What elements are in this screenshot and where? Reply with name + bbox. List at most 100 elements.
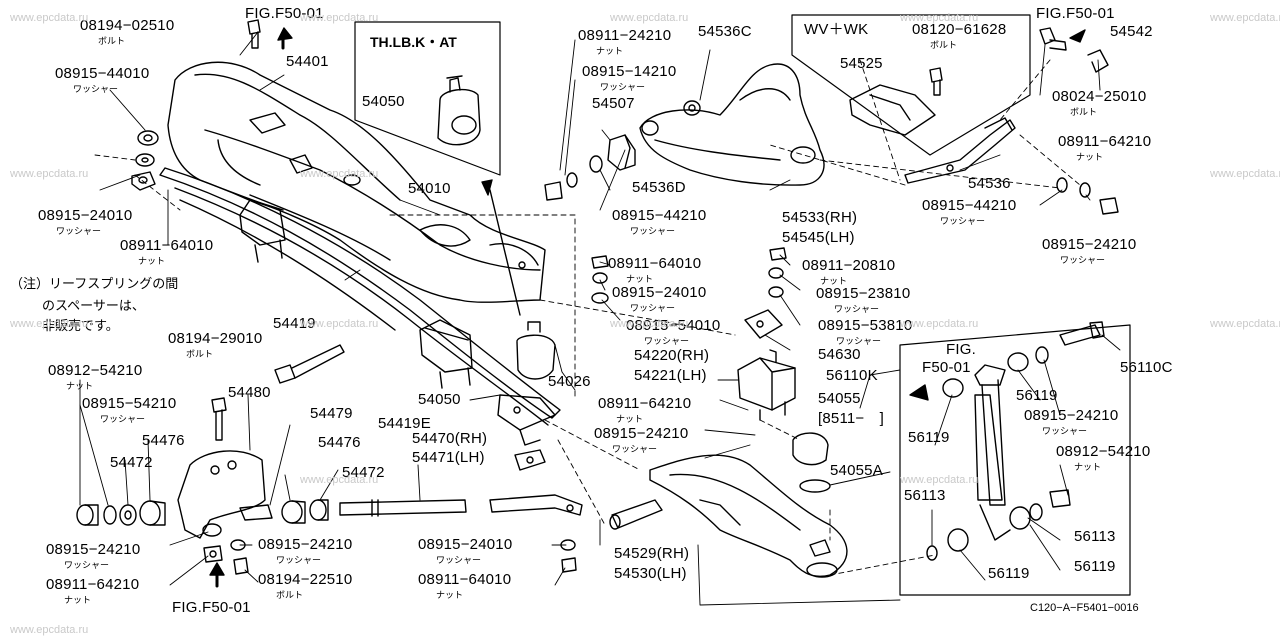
part-label: 08911−64010 — [120, 237, 214, 254]
part-label: 54055A — [830, 462, 883, 479]
part-label: 08915−24010 — [418, 536, 513, 553]
watermark: www.epcdata.ru — [10, 168, 89, 180]
watermark: www.epcdata.ru — [1210, 12, 1280, 24]
part-label: 54530(LH) — [614, 565, 687, 582]
part-label: 08915−24210 — [594, 425, 689, 442]
part-label-sub: ワッシャー — [644, 336, 690, 346]
rubber-54055 — [792, 432, 831, 493]
inset-bolt-sub-tr: ボルト — [930, 40, 958, 50]
part-label: 54220(RH) — [634, 347, 710, 364]
part-label: 54010 — [408, 180, 451, 197]
part-label: 08194−22510 — [258, 571, 353, 588]
left-hardware — [131, 130, 159, 191]
part-label-sub: ワッシャー — [612, 444, 658, 454]
inset-bolt-tr: 08120−61628 — [912, 21, 1007, 38]
part-label: 54533(RH) — [782, 209, 858, 226]
shaft-54470 — [339, 499, 467, 517]
part-label: 54470(RH) — [412, 430, 488, 447]
part-label-sub: ワッシャー — [834, 304, 880, 314]
inset-box-tr — [791, 14, 1031, 156]
diagram-code: C120−A−F5401−0016 — [1030, 602, 1139, 614]
part-label: 08915−24210 — [1042, 236, 1137, 253]
watermark: www.epcdata.ru — [10, 624, 89, 636]
part-label: 08912−54210 — [1056, 443, 1151, 460]
bushings-row — [76, 499, 329, 526]
part-label: 54419E — [378, 415, 431, 432]
part-label: 54026 — [548, 373, 591, 390]
part-label: 54542 — [1110, 23, 1153, 40]
watermark: www.epcdata.ru — [1210, 318, 1280, 330]
watermark: www.epcdata.ru — [1210, 168, 1280, 180]
part-label: 08915−24210 — [1024, 407, 1119, 424]
bracket-54480 — [177, 397, 266, 539]
part-label: 54050 — [418, 391, 461, 408]
part-label-sub: ワッシャー — [100, 414, 146, 424]
part-label: 54471(LH) — [412, 449, 485, 466]
part-label: [8511− ] — [818, 410, 884, 427]
bolt-54419 — [274, 344, 345, 384]
watermark: www.epcdata.ru — [300, 474, 379, 486]
part-label: 08911−64010 — [418, 571, 512, 588]
bolt-top — [247, 19, 293, 50]
part-label: 54480 — [228, 384, 271, 401]
part-label-sub: ワッシャー — [630, 303, 676, 313]
part-label-sub: ナット — [66, 381, 94, 391]
part-label: 08915−23810 — [816, 285, 911, 302]
part-label: 54479 — [310, 405, 353, 422]
part-label: 08911−64210 — [46, 576, 140, 593]
part-label: 08915−44210 — [922, 197, 1017, 214]
part-label: FIG.F50-01 — [1036, 5, 1115, 22]
mid-hardware — [591, 247, 787, 339]
watermark: www.epcdata.ru — [300, 318, 379, 330]
note-line-3: 非販売です。 — [42, 318, 119, 333]
lower-arm-54529 — [609, 454, 848, 578]
part-label: 08915−54210 — [82, 395, 177, 412]
part-label: 54472 — [110, 454, 153, 471]
upper-bushings — [544, 134, 636, 201]
bolt-top-right — [1039, 27, 1109, 73]
part-label: 54529(RH) — [614, 545, 690, 562]
shock-absorber — [899, 321, 1131, 596]
part-label: 08194−29010 — [168, 330, 263, 347]
part-label: 08911−64210 — [598, 395, 692, 412]
note-line-1: （注）リーフスプリングの間 — [10, 276, 179, 291]
part-label: 08915−54010 — [626, 317, 721, 334]
dashed-lines — [94, 59, 1081, 576]
pointer-arrow — [481, 179, 521, 316]
part-label: FIG.F50-01 — [245, 5, 324, 22]
link-54026 — [489, 449, 583, 516]
inset-part-tl: 54050 — [362, 93, 405, 110]
part-label-sub: ワッシャー — [630, 226, 676, 236]
part-label-sub: ワッシャー — [56, 226, 102, 236]
part-label: 08911−24210 — [578, 27, 672, 44]
note-line-2: のスペーサーは、 — [42, 298, 145, 313]
part-label-sub: ボルト — [276, 590, 304, 600]
part-label-sub: ボルト — [186, 349, 214, 359]
right-hardware — [1056, 177, 1119, 215]
part-label: 54545(LH) — [782, 229, 855, 246]
part-label: 56119 — [1016, 387, 1058, 404]
watermark: www.epcdata.ru — [300, 168, 379, 180]
part-label-sub: ワッシャー — [276, 555, 322, 565]
watermark: www.epcdata.ru — [610, 318, 689, 330]
part-label: 08915−14210 — [582, 63, 677, 80]
part-label: 08911−64210 — [1058, 133, 1152, 150]
part-label: 56113 — [904, 487, 946, 504]
part-label: 56110K — [826, 367, 878, 384]
part-label: 54221(LH) — [634, 367, 707, 384]
inset-part-tr: 54525 — [840, 55, 883, 72]
part-label: 54507 — [592, 95, 635, 112]
part-label-sub: ナット — [436, 590, 464, 600]
leaf-spring-54010 — [159, 167, 561, 446]
part-label: 08911−64010 — [608, 255, 702, 272]
part-label: 54536D — [632, 179, 686, 196]
part-label-sub: ナット — [64, 595, 92, 605]
part-label: 08915−24210 — [46, 541, 141, 558]
part-label: 08912−54210 — [48, 362, 143, 379]
part-label: 08915−24010 — [612, 284, 707, 301]
part-label: 08915−53810 — [818, 317, 913, 334]
watermark: www.epcdata.ru — [610, 12, 689, 24]
part-label: 56113 — [1074, 528, 1116, 545]
